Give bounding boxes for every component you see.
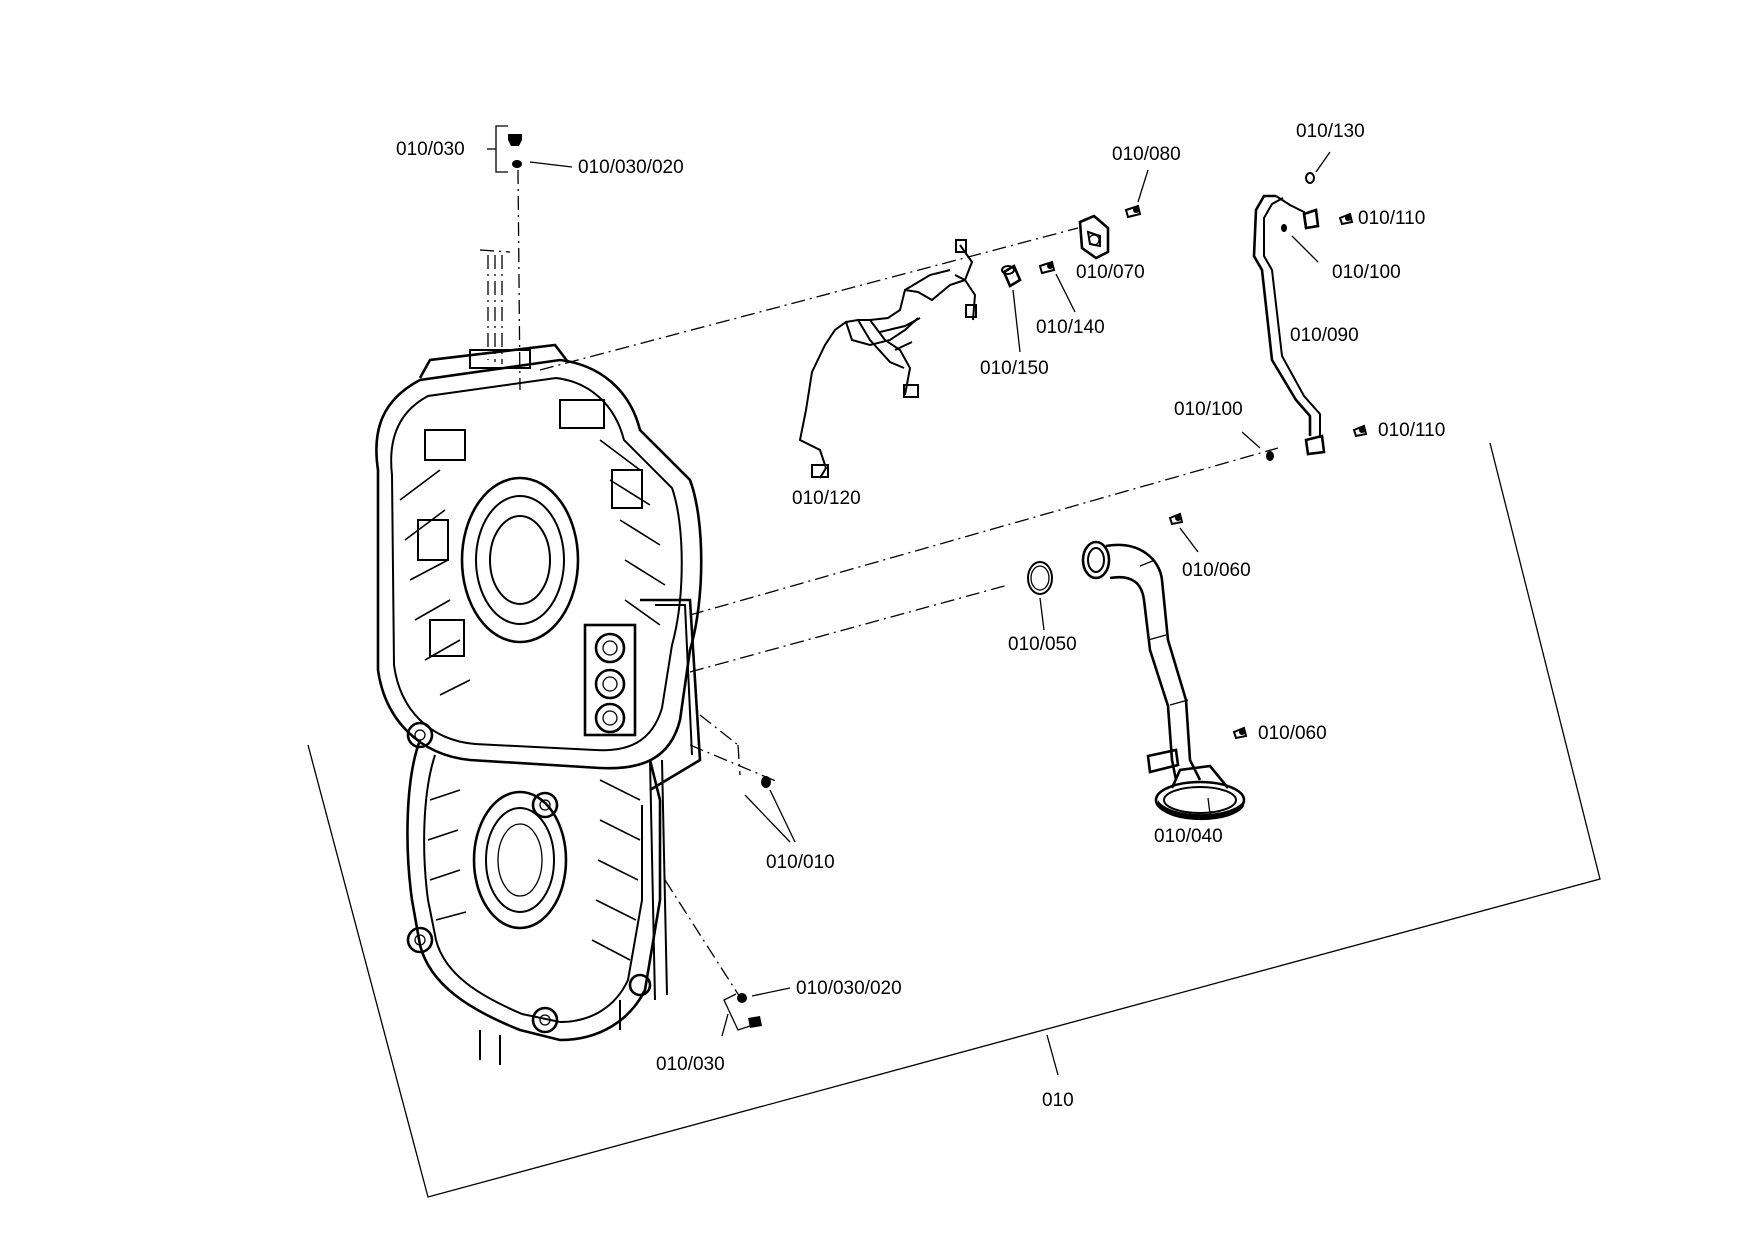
screws-110 — [1338, 212, 1368, 438]
suction-pipe-040 — [1081, 540, 1246, 821]
label-010-150: 010/150 — [980, 358, 1049, 379]
label-010-110-mid: 010/110 — [1378, 420, 1445, 441]
screws-060 — [1168, 512, 1248, 740]
label-010-110-top: 010/110 — [1358, 208, 1425, 229]
washer-130 — [1305, 172, 1315, 184]
label-010-140: 010/140 — [1036, 317, 1105, 338]
label-010-030-bot: 010/030 — [656, 1054, 725, 1075]
sleeve-150 — [1001, 264, 1022, 288]
label-010-090: 010/090 — [1290, 325, 1359, 346]
screw-140 — [1038, 260, 1056, 275]
label-010-040: 010/040 — [1154, 826, 1223, 847]
oil-line-090 — [1252, 194, 1326, 456]
label-010-060-low: 010/060 — [1258, 723, 1327, 744]
label-010-100-mid: 010/100 — [1174, 399, 1243, 420]
label-010-080: 010/080 — [1112, 144, 1181, 165]
label-010-030-020-bot: 010/030/020 — [796, 978, 902, 999]
transmission-housing — [375, 343, 703, 1065]
part-labels: 010/030 010/030/020 010/080 010/070 010/… — [396, 121, 1445, 1111]
plug-top — [487, 125, 573, 173]
label-010-070: 010/070 — [1076, 262, 1145, 283]
label-010-030-020-top: 010/030/020 — [578, 157, 684, 178]
label-010-130: 010/130 — [1296, 121, 1365, 142]
label-010-060-top: 010/060 — [1182, 560, 1251, 581]
o-ring-050 — [1027, 561, 1053, 595]
label-010-120: 010/120 — [792, 488, 861, 509]
plug-bottom — [721, 987, 791, 1037]
seal-100 — [1266, 451, 1274, 461]
plug-010 — [761, 776, 771, 788]
screw-080 — [1124, 204, 1142, 219]
label-010-100-top: 010/100 — [1332, 262, 1401, 283]
label-010-main: 010 — [1042, 1090, 1074, 1111]
label-010-030-top: 010/030 — [396, 139, 465, 160]
wiring-harness — [798, 239, 977, 479]
label-010-010: 010/010 — [766, 852, 835, 873]
bracket-070 — [1078, 214, 1110, 260]
assembly-frame — [307, 442, 1601, 1198]
label-010-050: 010/050 — [1008, 634, 1077, 655]
assembly-lines — [479, 169, 1279, 1006]
